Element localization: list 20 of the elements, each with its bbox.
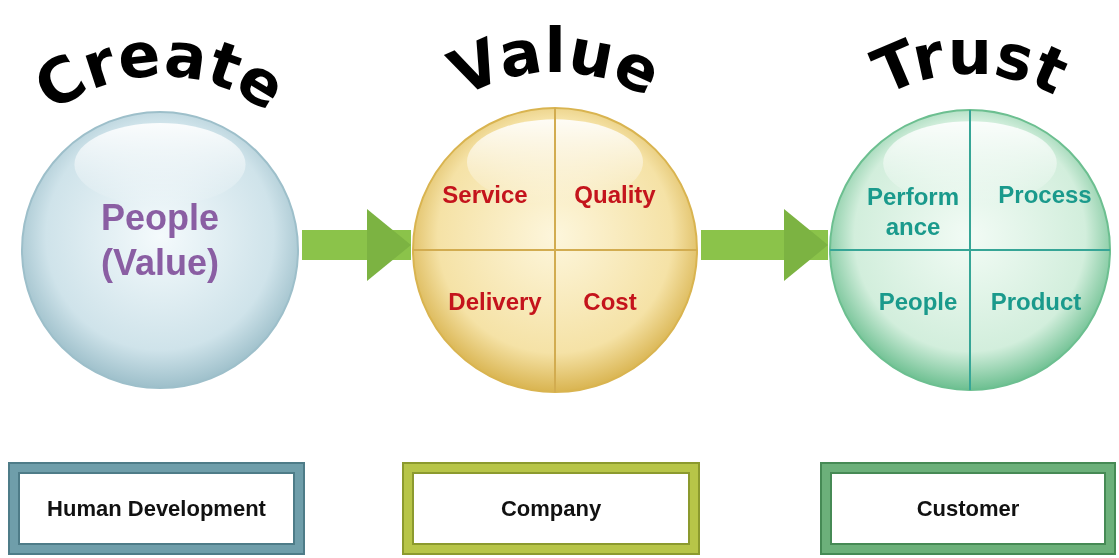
box-label: Human Development xyxy=(47,495,266,522)
label-box xyxy=(820,462,1116,555)
arc-heading: Value xyxy=(438,13,672,111)
label-box xyxy=(8,462,305,555)
quadrant-label: People xyxy=(877,287,959,317)
block-arrow xyxy=(302,209,411,281)
label-box xyxy=(402,462,700,555)
quadrant-label: Process xyxy=(997,180,1093,210)
arc-heading: Trust xyxy=(862,15,1079,109)
box-label: Customer xyxy=(916,495,1020,522)
box-label: Company xyxy=(500,495,602,522)
quadrant-label: Product xyxy=(989,287,1083,317)
quadrant-label: Service xyxy=(441,180,529,210)
circle-label: People (Value) xyxy=(99,196,220,285)
quadrant-label: Perform ance xyxy=(866,182,960,242)
quadrant-label: Delivery xyxy=(447,287,543,317)
quadrant-label: Cost xyxy=(582,287,638,317)
arc-heading: Create xyxy=(22,17,299,125)
quadrant-label: Quality xyxy=(573,180,657,210)
block-arrow xyxy=(701,209,828,281)
